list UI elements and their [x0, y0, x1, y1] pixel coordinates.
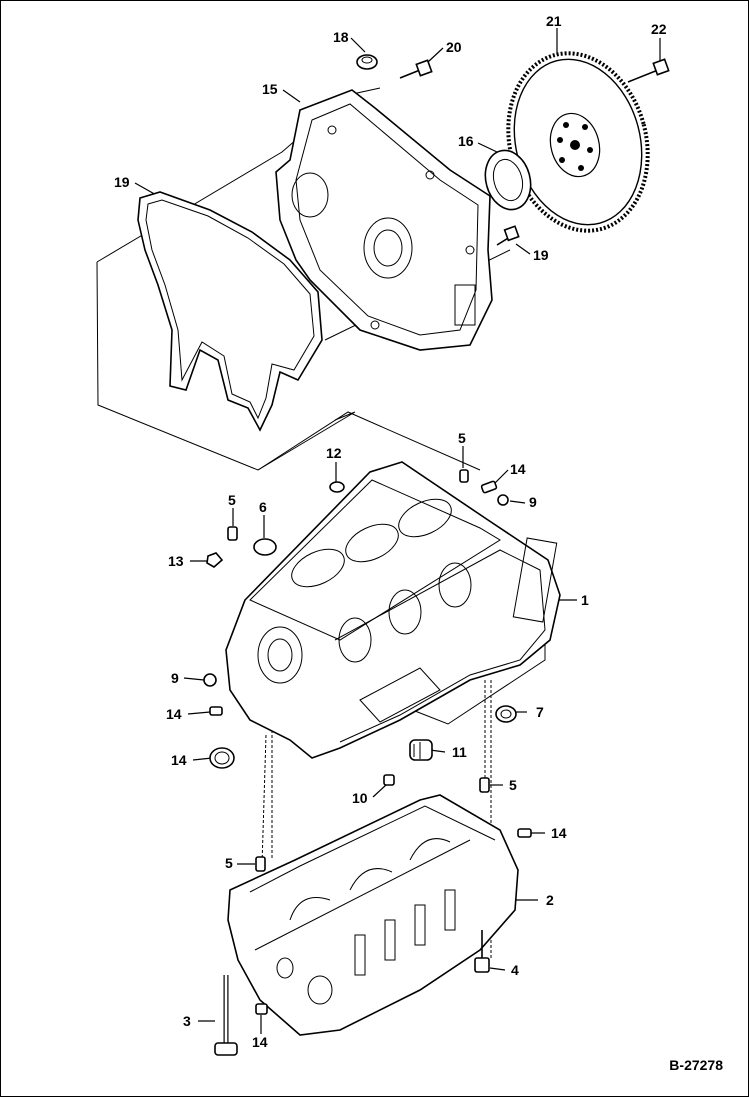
part-12-plug — [329, 481, 345, 493]
callout-5-d: 5 — [225, 855, 233, 871]
callout-9-b: 9 — [171, 670, 179, 686]
callout-20: 20 — [446, 39, 462, 55]
callout-5-a: 5 — [458, 430, 466, 446]
callout-11: 11 — [452, 744, 467, 760]
part-14-dowel-bottom — [255, 1003, 268, 1015]
part-6-ring — [253, 538, 277, 556]
part-13-plug — [206, 552, 224, 568]
leader-lines — [134, 28, 661, 1034]
part-14-dowel-left — [209, 706, 223, 716]
callout-1: 1 — [581, 592, 589, 608]
part-5-dowel-pin-a — [227, 526, 238, 541]
callout-5-b: 5 — [228, 492, 236, 508]
callout-12: 12 — [326, 445, 342, 461]
callout-19: 19 — [533, 247, 549, 263]
callout-21: 21 — [546, 13, 562, 29]
callout-7: 7 — [536, 704, 544, 720]
part-2-crankcase — [227, 794, 519, 1036]
callout-17: 18 — [333, 29, 349, 45]
part-9-plug-top — [497, 494, 509, 506]
part-5-dowel-pin-d — [255, 856, 266, 872]
callout-14-c: 14 — [171, 752, 187, 768]
callout-5-c: 5 — [509, 777, 517, 793]
part-17-seal — [356, 54, 378, 70]
callout-13: 13 — [168, 553, 184, 569]
part-5-dowel-pin-b — [459, 469, 469, 483]
callout-2: 2 — [546, 892, 554, 908]
part-22-bolt — [627, 58, 670, 83]
part-21-flywheel — [506, 51, 650, 233]
part-1-cylinder-block — [225, 461, 561, 759]
part-9-plug-left — [203, 673, 217, 687]
part-18-gasket — [137, 191, 323, 432]
callout-15: 15 — [262, 81, 278, 97]
part-seal-left — [209, 747, 235, 769]
callout-3: 3 — [183, 1013, 191, 1029]
callout-10: 10 — [352, 790, 368, 806]
part-16-oil-seal — [484, 149, 532, 211]
callout-14-d: 14 — [551, 825, 567, 841]
callout-14-a: 14 — [510, 461, 526, 477]
part-19-bolt — [496, 225, 520, 246]
part-3-long-bolt — [214, 975, 238, 1056]
callout-14-e: 14 — [252, 1034, 268, 1050]
callout-16: 16 — [458, 133, 474, 149]
part-14-dowel-right — [517, 828, 532, 838]
callout-labels: 18 20 21 22 15 16 19 19 12 5 14 9 5 6 13… — [114, 13, 667, 1050]
callout-22: 22 — [651, 21, 667, 37]
callout-14-b: 14 — [166, 706, 182, 722]
part-20-bolt — [399, 59, 433, 79]
part-11-plug — [409, 739, 433, 761]
part-4-bolt — [474, 930, 490, 973]
reference-code: B-27278 — [669, 1057, 723, 1073]
part-7-seal — [495, 705, 517, 723]
part-10-plug — [383, 774, 395, 786]
part-5-dowel-pin-c — [479, 777, 490, 793]
callout-6: 6 — [259, 499, 267, 515]
callout-9-a: 9 — [529, 494, 537, 510]
part-14-dowel-top — [480, 480, 498, 494]
callout-18: 19 — [114, 174, 130, 190]
part-15-flywheel-housing — [275, 89, 493, 351]
callout-4: 4 — [511, 962, 519, 978]
